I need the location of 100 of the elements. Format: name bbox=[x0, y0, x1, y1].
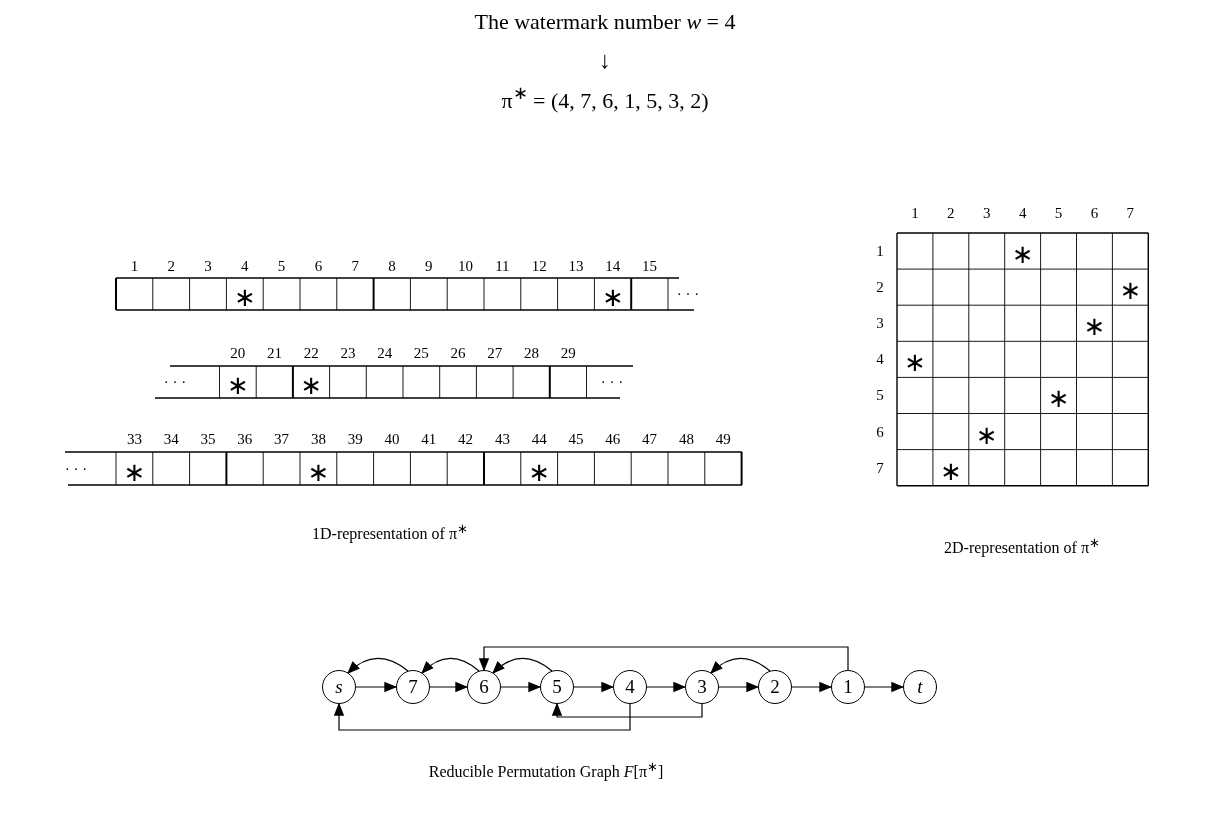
arrow bbox=[646, 681, 687, 693]
asterisk-mark: ∗ bbox=[1011, 241, 1034, 268]
asterisk-mark: ∗ bbox=[601, 284, 624, 310]
index-number: 23 bbox=[340, 345, 356, 361]
asterisk-mark: ∗ bbox=[300, 372, 323, 398]
index-number: 2 bbox=[167, 258, 175, 274]
index-number: 12 bbox=[531, 258, 547, 274]
index-number: 2 bbox=[876, 279, 884, 295]
arrow bbox=[421, 657, 480, 674]
arrow bbox=[478, 646, 849, 672]
index-number: 28 bbox=[523, 345, 539, 361]
asterisk-mark: ∗ bbox=[233, 284, 256, 310]
arrow bbox=[355, 681, 398, 693]
asterisk-mark: ∗ bbox=[1119, 277, 1142, 304]
index-number: 11 bbox=[495, 258, 510, 274]
ellipsis: · · · bbox=[163, 374, 187, 390]
index-number: 49 bbox=[715, 431, 731, 447]
state-circle: 6 bbox=[467, 670, 501, 704]
index-number: 22 bbox=[303, 345, 319, 361]
index-number: 3 bbox=[204, 258, 212, 274]
index-number: 8 bbox=[388, 258, 396, 274]
index-number: 2 bbox=[947, 205, 955, 221]
asterisk-mark: ∗ bbox=[307, 459, 330, 485]
arrow bbox=[492, 657, 553, 674]
arrow bbox=[573, 681, 615, 693]
arrow bbox=[347, 657, 409, 674]
index-number: 1 bbox=[911, 205, 919, 221]
arrow bbox=[710, 657, 771, 674]
index-number: 7 bbox=[876, 460, 884, 476]
index-number: 6 bbox=[1090, 205, 1099, 221]
index-number: 21 bbox=[267, 345, 283, 361]
index-number: 24 bbox=[377, 345, 393, 361]
asterisk-mark: ∗ bbox=[226, 372, 249, 398]
index-number: 33 bbox=[126, 431, 142, 447]
index-number: 39 bbox=[347, 431, 363, 447]
index-number: 40 bbox=[384, 431, 400, 447]
index-number: 35 bbox=[200, 431, 216, 447]
state-circle: t bbox=[903, 670, 937, 704]
index-number: 15 bbox=[642, 258, 658, 274]
index-number: 5 bbox=[1054, 205, 1063, 221]
arrow bbox=[333, 702, 631, 731]
index-number: 43 bbox=[494, 431, 510, 447]
index-number: 6 bbox=[314, 258, 323, 274]
asterisk-mark: ∗ bbox=[123, 459, 146, 485]
arrow bbox=[864, 681, 905, 693]
asterisk-mark: ∗ bbox=[1083, 313, 1106, 340]
index-number: 7 bbox=[351, 258, 359, 274]
asterisk-mark: ∗ bbox=[975, 421, 998, 448]
ellipsis: · · · bbox=[600, 374, 624, 390]
index-number: 34 bbox=[163, 431, 179, 447]
index-number: 29 bbox=[560, 345, 576, 361]
state-circle: 7 bbox=[396, 670, 430, 704]
asterisk-mark: ∗ bbox=[939, 457, 962, 484]
index-number: 27 bbox=[487, 345, 503, 361]
title: The watermark number w = 4 bbox=[474, 11, 736, 33]
ellipsis: · · · bbox=[64, 461, 88, 477]
index-number: 10 bbox=[458, 258, 474, 274]
index-number: 4 bbox=[876, 351, 884, 367]
index-number: 5 bbox=[876, 387, 884, 403]
index-number: 45 bbox=[568, 431, 584, 447]
index-number: 1 bbox=[876, 243, 884, 259]
state-circle: s bbox=[322, 670, 356, 704]
caption: 1D-representation of π$^{∗}$ bbox=[312, 521, 468, 543]
permutation-formula: π$^{∗}$ = (4, 7, 6, 1, 5, 3, 2) bbox=[501, 84, 709, 112]
state-circle: 5 bbox=[540, 670, 574, 704]
state-circle: 3 bbox=[685, 670, 719, 704]
asterisk-mark: ∗ bbox=[904, 349, 926, 376]
caption: 2D-representation of π$^{∗}$ bbox=[944, 535, 1100, 557]
index-number: 38 bbox=[310, 431, 326, 447]
index-number: 1 bbox=[130, 258, 139, 274]
index-number: 26 bbox=[450, 345, 466, 361]
index-number: 42 bbox=[458, 431, 474, 447]
index-number: 4 bbox=[1018, 205, 1027, 221]
index-number: 14 bbox=[605, 258, 621, 274]
asterisk-mark: ∗ bbox=[1047, 385, 1070, 412]
state-circle: 2 bbox=[758, 670, 792, 704]
index-number: 7 bbox=[1126, 205, 1135, 221]
index-number: 4 bbox=[241, 258, 249, 274]
arrow bbox=[791, 681, 833, 693]
arrow bbox=[500, 681, 542, 693]
arrow bbox=[551, 702, 703, 718]
index-number: 6 bbox=[876, 424, 884, 440]
arrow bbox=[429, 681, 469, 693]
index-number: 25 bbox=[413, 345, 429, 361]
state-circle: 1 bbox=[831, 670, 865, 704]
index-number: 44 bbox=[531, 431, 547, 447]
index-number: 37 bbox=[274, 431, 290, 447]
index-number: 20 bbox=[230, 345, 246, 361]
index-number: 47 bbox=[642, 431, 658, 447]
state-circle: 4 bbox=[613, 670, 647, 704]
ellipsis: · · · bbox=[676, 286, 700, 302]
index-number: 13 bbox=[568, 258, 584, 274]
index-number: 3 bbox=[983, 205, 991, 221]
caption: Reducible Permutation Graph F[π$^{∗}$] bbox=[428, 759, 664, 781]
index-number: 41 bbox=[421, 431, 437, 447]
index-number: 5 bbox=[277, 258, 286, 274]
arrow-symbol: ↓ bbox=[599, 48, 611, 72]
asterisk-mark: ∗ bbox=[528, 459, 551, 485]
index-number: 9 bbox=[425, 258, 433, 274]
index-number: 48 bbox=[678, 431, 694, 447]
